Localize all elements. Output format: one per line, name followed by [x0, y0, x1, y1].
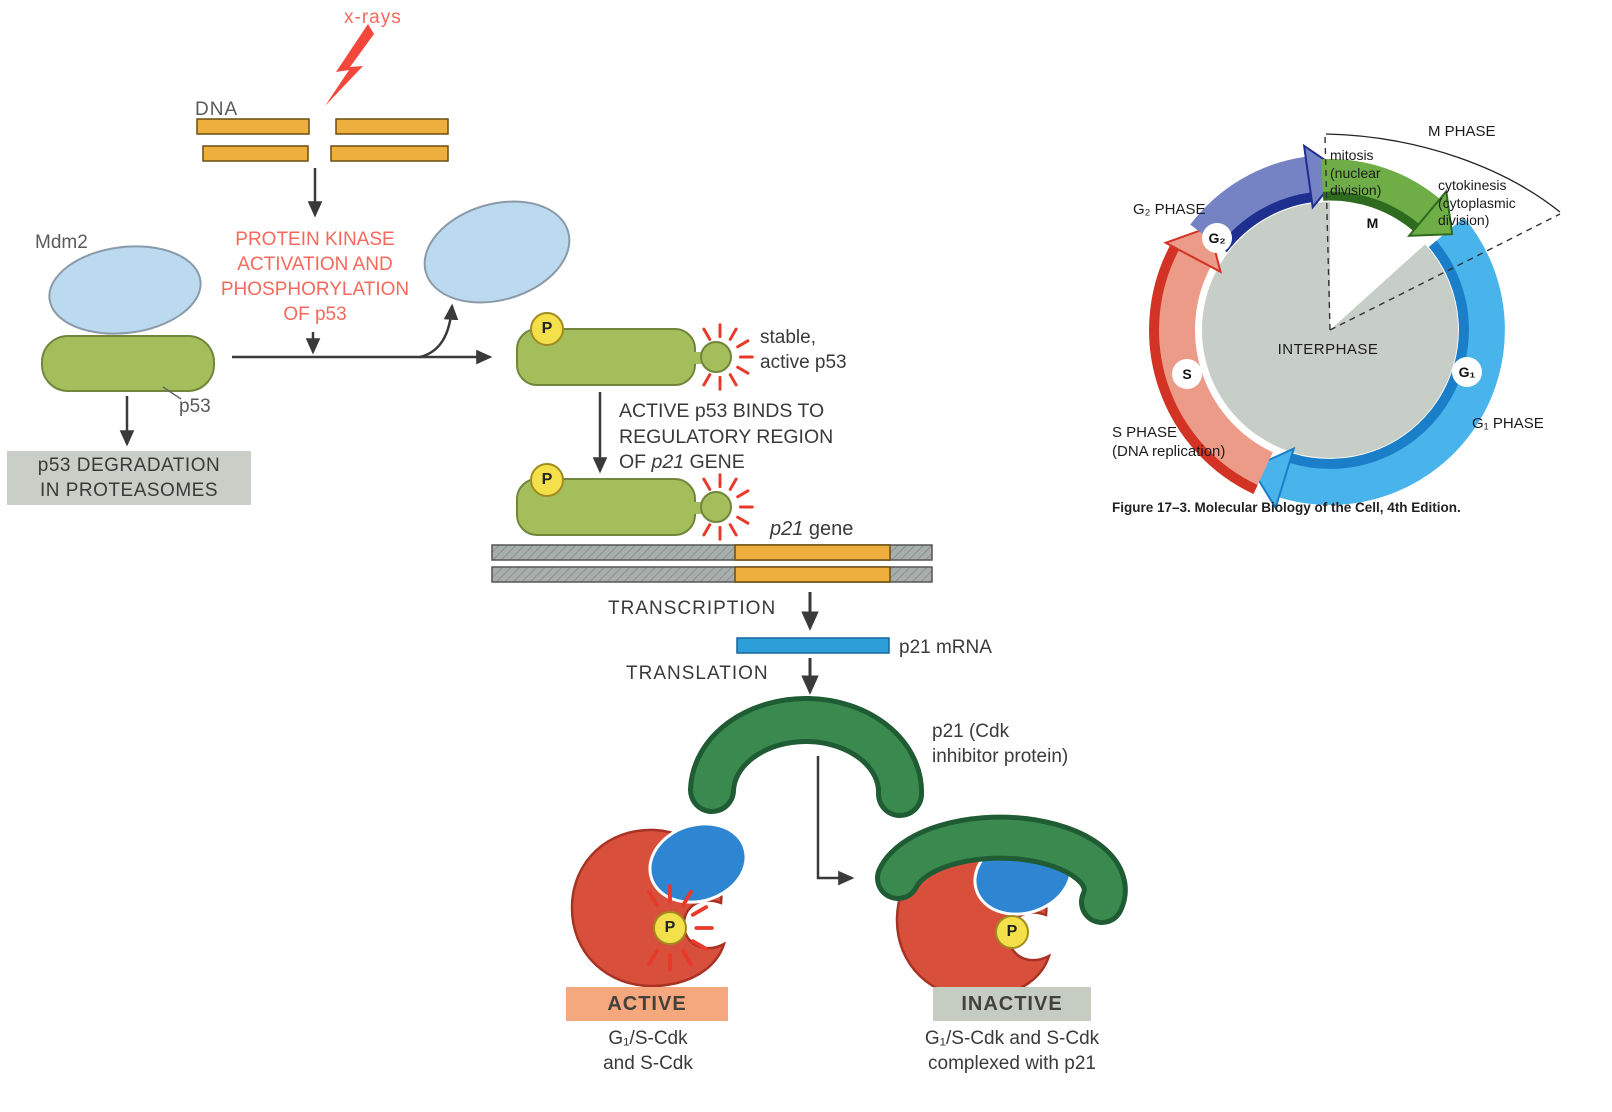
- phosphate-badge: P: [530, 463, 564, 497]
- active-label: ACTIVE: [566, 987, 728, 1021]
- s-phase-label: S PHASE (DNA replication): [1112, 424, 1226, 460]
- translation-label: TRANSLATION: [626, 663, 769, 684]
- active-cdk-label: G₁/S-Cdk and S-Cdk: [603, 1028, 693, 1075]
- m-phase-bracket-curve: [1325, 133, 1561, 213]
- m-badge: M: [1359, 209, 1386, 236]
- lightning-icon: [325, 24, 374, 106]
- stable-active-p53-label: stable, active p53: [760, 327, 847, 374]
- binds-label: ACTIVE p53 BINDS TO REGULATORY REGION OF…: [619, 400, 834, 474]
- inactive-label: INACTIVE: [933, 987, 1091, 1021]
- phosphate-badge: P: [995, 915, 1029, 949]
- g2-phase-label: G₂ PHASE: [1133, 201, 1206, 218]
- mdm2-protein-shape: [48, 245, 202, 335]
- m-phase-arc: [1321, 159, 1440, 229]
- stable-active-p53-shape: [516, 323, 754, 391]
- m-phase-label: M PHASE: [1428, 123, 1496, 140]
- p21-gene-label: p21 gene: [770, 518, 854, 540]
- transcription-label: TRANSCRIPTION: [608, 598, 777, 619]
- p53-pointer-line: [162, 386, 182, 400]
- active-cdk-complex-shape: [570, 810, 758, 988]
- degradation-label: p53 DEGRADATION IN PROTEASOMES: [7, 451, 251, 505]
- mitosis-label: mitosis (nuclear division): [1330, 147, 1382, 198]
- kinase-activation-label: PROTEIN KINASE ACTIVATION AND PHOSPHORYL…: [220, 229, 410, 326]
- interphase-label: INTERPHASE: [1277, 341, 1379, 358]
- inactive-cdk-label: G₁/S-Cdk and S-Cdk complexed with p21: [924, 1028, 1100, 1075]
- m-phase-wedge: [1330, 200, 1427, 330]
- p21-mrna-label: p21 mRNA: [899, 637, 992, 658]
- s-badge: S: [1172, 359, 1202, 389]
- p21-protein-shape: [688, 695, 925, 818]
- p21-gene-dna: [491, 544, 933, 583]
- figure-caption: Figure 17–3. Molecular Biology of the Ce…: [1112, 500, 1461, 515]
- p21-protein-label: p21 (Cdk inhibitor protein): [932, 721, 1069, 768]
- phosphate-badge: P: [530, 312, 564, 346]
- g1-phase-arc: [1278, 217, 1505, 505]
- m-phase-arc-edge: [1322, 191, 1419, 231]
- phosphate-badge: P: [653, 911, 687, 945]
- broken-dna-strands: [196, 118, 449, 162]
- p21-mrna-bar: [736, 637, 890, 654]
- released-mdm2-shape: [423, 200, 571, 304]
- p53-label: p53: [179, 396, 211, 417]
- p53-protein-shape: [41, 335, 215, 392]
- m-arrowhead: [1406, 189, 1454, 237]
- g1-phase-label: G₁ PHASE: [1472, 415, 1544, 432]
- g2-badge: G₂: [1202, 223, 1232, 253]
- g1-badge: G₁: [1452, 357, 1482, 387]
- g1-phase-arc-edge: [1289, 240, 1469, 469]
- arrow-mdm2-release: [419, 303, 459, 359]
- p21-wrap-shape: [875, 814, 1128, 925]
- arrow-p21-binds-complex: [816, 756, 855, 886]
- m-sector-dashed-line-right: [1329, 213, 1561, 331]
- cytokinesis-label: cytokinesis (cytoplasmic division): [1438, 177, 1516, 228]
- s-phase-arc-edge: [1149, 245, 1258, 495]
- gene-bound-p53-shape: [516, 473, 754, 541]
- xrays-label: x-rays: [344, 7, 402, 28]
- dna-label: DNA: [195, 99, 239, 120]
- mdm2-label: Mdm2: [35, 232, 88, 253]
